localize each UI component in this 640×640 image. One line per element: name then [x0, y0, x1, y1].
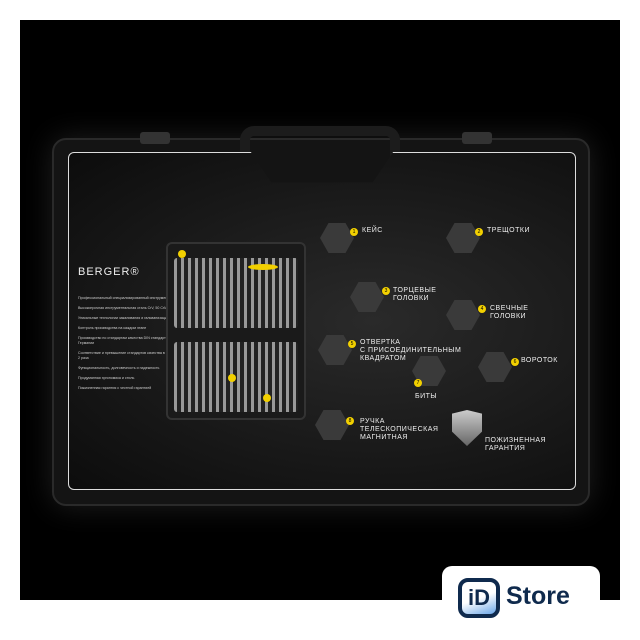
badge-number: 3: [382, 287, 390, 295]
latch-left: [140, 132, 170, 144]
badge-number: 1: [350, 228, 358, 236]
store-name: Store: [506, 582, 570, 610]
feature-list: Профессиональный специализированный инст…: [78, 296, 173, 396]
badge-number: 5: [348, 340, 356, 348]
yellow-accent: [263, 394, 271, 402]
item-title: БИТЫ: [415, 393, 438, 400]
feature-item: Уникальные технологии закаливания и галь…: [78, 316, 169, 320]
badge-number: 8: [346, 417, 354, 425]
item-title: СВЕЧНЫЕ ГОЛОВКИ: [490, 305, 529, 320]
feature-item: Соответствие и превышение стандартов кач…: [78, 351, 172, 360]
item-title: ТОРЦЕВЫЕ ГОЛОВКИ: [393, 287, 437, 302]
brand-logo: BERGER®: [78, 266, 140, 278]
item-title: ВОРОТОК: [521, 357, 558, 364]
badge-number: 2: [475, 228, 483, 236]
badge-number: 6: [511, 358, 519, 366]
socket-tray: [174, 342, 298, 412]
feature-item: Высокопрочная инструментальная сталь CrV…: [78, 306, 170, 310]
store-logo-badge: iD Store: [442, 566, 600, 628]
feature-item: Производство по стандартам качества DIN …: [78, 336, 166, 345]
latch-right: [462, 132, 492, 144]
item-title: ТРЕЩОТКИ: [487, 227, 531, 234]
open-tool-set-image: [166, 242, 306, 420]
wrench-tray: [174, 258, 298, 328]
id-logo-icon: iD: [458, 578, 500, 618]
item-title: ОТВЕРТКА С ПРИСОЕДИНИТЕЛЬНЫМ КВАДРАТОМ: [360, 339, 462, 362]
item-title: РУЧКА ТЕЛЕСКОПИЧЕСКАЯ МАГНИТНАЯ: [360, 418, 439, 441]
yellow-accent: [228, 374, 236, 382]
feature-item: Контроль производства на каждом этапе: [78, 326, 147, 330]
feature-item: Продуманная эргономика и стиль: [78, 376, 135, 380]
badge-number: 4: [478, 305, 486, 313]
pliers-handle: [248, 264, 278, 270]
item-title: КЕЙС: [362, 227, 383, 234]
feature-item: Профессиональный специализированный инст…: [78, 296, 169, 300]
item-title: ПОЖИЗНЕННАЯ ГАРАНТИЯ: [485, 437, 547, 452]
feature-item: Функциональность, долговечность и надежн…: [78, 366, 160, 370]
feature-item: Пожизненная гарантия с честной гарантией: [78, 386, 152, 390]
yellow-accent: [178, 250, 186, 258]
badge-number: 7: [414, 379, 422, 387]
